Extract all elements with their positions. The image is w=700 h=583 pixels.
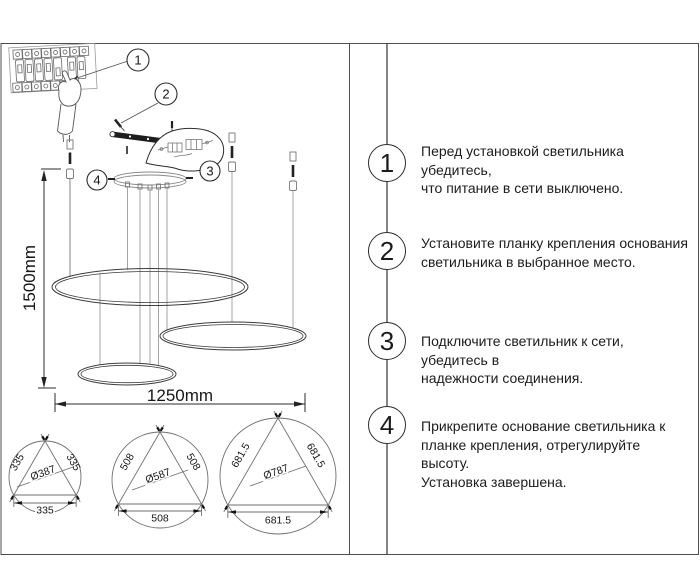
step-3-number-badge: 3 <box>368 322 406 360</box>
step-3-text: Подключите светильник к сети, убедитесь … <box>421 332 691 388</box>
step-4-number: 4 <box>379 409 395 440</box>
ring-small <box>77 362 177 386</box>
width-dimension <box>54 393 306 412</box>
ring-2-chord-label: 508 <box>151 513 169 525</box>
step-1-number-badge: 1 <box>368 144 406 182</box>
step-1-line-1: Перед установкой светильника убедитесь, <box>421 143 624 178</box>
ring-2-diameter-label: Ø587 <box>144 466 172 486</box>
step-3-line-1: Подключите светильник к сети, убедитесь … <box>421 333 624 368</box>
height-dimension <box>38 168 61 389</box>
step-4-line-1: Прикрепите основание светильника к <box>421 418 666 434</box>
step-1-line-2: что питание в сети выключено. <box>421 180 624 196</box>
step-2-number-badge: 2 <box>368 232 406 270</box>
step-4-text: Прикрепите основание светильника к планк… <box>421 417 691 491</box>
ring-3-side-right-label: 681.5 <box>304 441 328 470</box>
ring-large <box>51 268 249 306</box>
ring-3-diameter-label: Ø787 <box>262 462 290 482</box>
step-2-line-2: светильника в выбранное место. <box>421 253 636 270</box>
ring-1-side-left-label: 335 <box>8 452 27 473</box>
ring-size-diagram-2 <box>111 424 209 529</box>
height-dimension-label: 1500mm <box>20 245 39 311</box>
step-2-text: Установите планку крепления основания св… <box>421 234 691 271</box>
step-1-number: 1 <box>379 147 395 178</box>
detail-bubble <box>145 127 225 172</box>
step-2-line-1: Установите планку крепления основания <box>421 235 688 251</box>
step-4-number-badge: 4 <box>368 406 406 444</box>
callout-1: 1 <box>126 48 150 72</box>
width-dimension-label: 1250mm <box>147 386 213 405</box>
step-3-line-2: надежности соединения. <box>421 370 584 386</box>
suspension-cable-right-2 <box>289 151 297 328</box>
ring-medium <box>159 321 307 351</box>
step-4-line-2: планке крепления, отрегулируйте высоту. <box>421 436 641 472</box>
suspension-cable-left <box>66 139 74 277</box>
ring-2-side-right-label: 508 <box>184 451 203 472</box>
ring-3-chord-label: 681.5 <box>265 515 291 527</box>
callout-3-label: 3 <box>206 164 213 179</box>
suspension-cable-right-1 <box>228 132 236 322</box>
hand-illustration <box>57 70 82 143</box>
callout-2-label: 2 <box>162 87 169 102</box>
callout-2: 2 <box>154 82 178 106</box>
suspension-wires <box>99 181 170 365</box>
callout-4: 4 <box>86 169 108 191</box>
ring-1-chord-label: 335 <box>36 505 54 517</box>
ring-size-diagram-3 <box>219 410 337 535</box>
ring-1-diameter-label: Ø387 <box>29 463 57 483</box>
step-1-text: Перед установкой светильника убедитесь, … <box>421 142 691 198</box>
canopy-illustration <box>108 171 193 189</box>
callout-2-leader <box>113 102 159 132</box>
callout-1-label: 1 <box>134 53 141 68</box>
callout-3: 3 <box>199 160 221 182</box>
ring-2-side-left-label: 508 <box>118 451 137 472</box>
step-2-number: 2 <box>379 235 395 266</box>
callout-4-label: 4 <box>93 173 100 188</box>
step-3-number: 3 <box>379 325 395 356</box>
ring-3-side-left-label: 681.5 <box>229 441 253 470</box>
breaker-panel-illustration <box>8 42 98 94</box>
step-4-line-3: Установка завершена. <box>421 473 567 490</box>
ring-size-diagram-1 <box>8 433 82 514</box>
page-frame <box>0 43 699 555</box>
